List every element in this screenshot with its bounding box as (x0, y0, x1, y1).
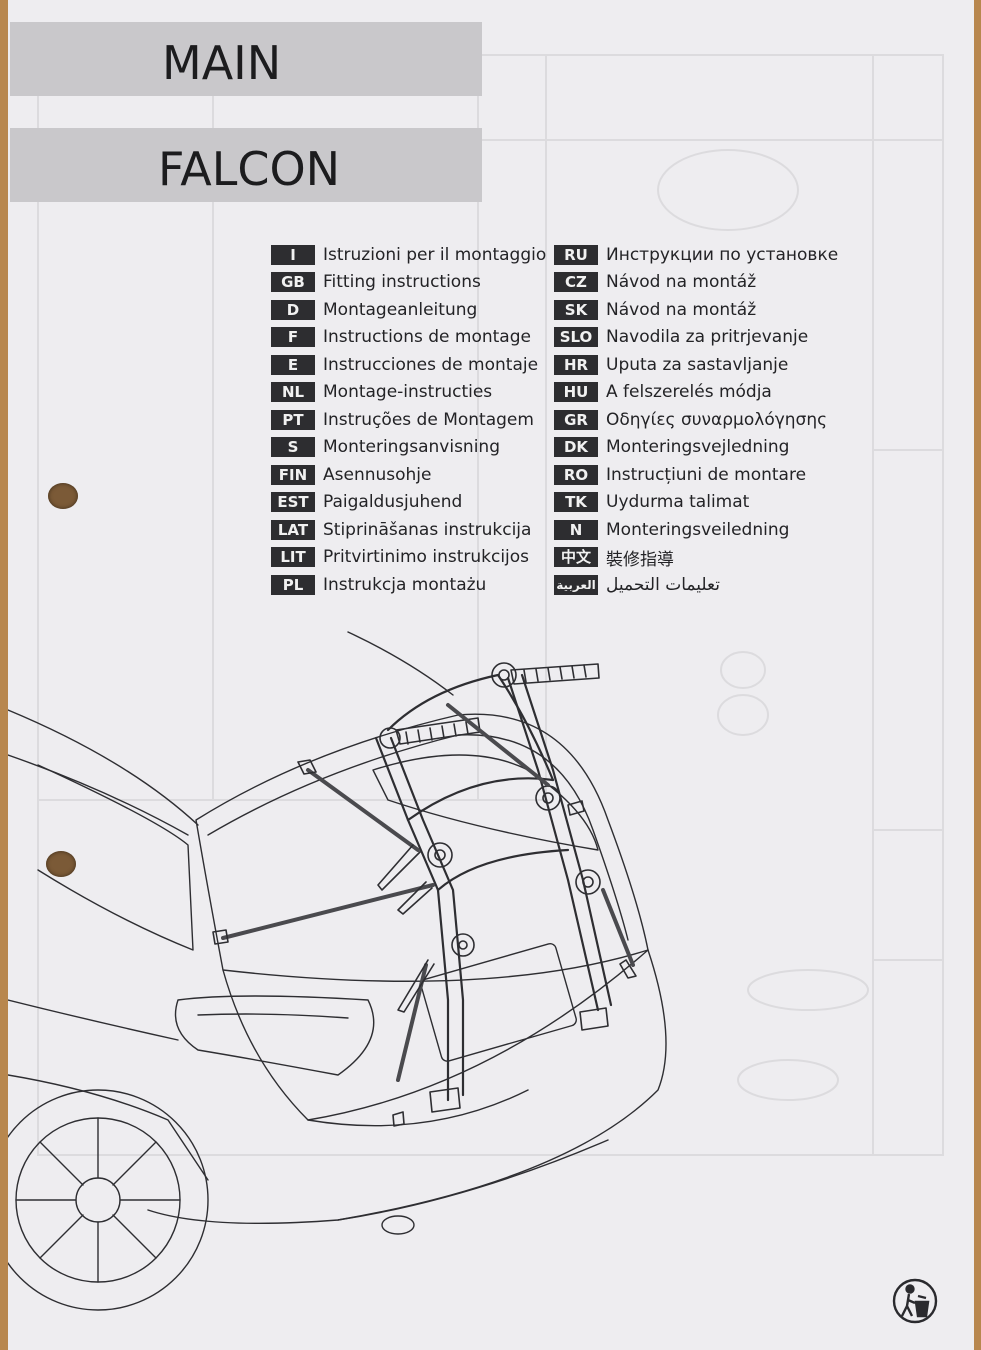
language-row: E Instrucciones de montaje (271, 351, 546, 379)
language-code-badge: HU (554, 382, 598, 403)
title-falcon: FALCON (158, 142, 341, 196)
language-label: تعليمات التحميل (606, 574, 720, 595)
language-row: EST Paigaldusjuhend (271, 489, 546, 517)
language-label: Οδηγίες συναρμολόγησης (606, 409, 828, 430)
language-code-badge: FIN (271, 464, 315, 485)
language-code-badge: I (271, 244, 315, 265)
language-label: Instruções de Montagem (323, 409, 534, 430)
language-label: A felszerelés módja (606, 382, 772, 403)
language-label: Istruzioni per il montaggio (323, 244, 547, 265)
language-code-badge: EST (271, 492, 315, 513)
language-label: Paigaldusjuhend (323, 492, 463, 513)
car-with-bike-rack-icon (8, 631, 667, 1311)
language-code-badge: F (271, 327, 315, 348)
language-row: FIN Asennusohje (271, 461, 546, 489)
language-row: SLO Navodila za pritrjevanje (554, 324, 838, 352)
recycle-bin-icon (892, 1278, 938, 1324)
language-code-badge: SLO (554, 327, 598, 348)
language-row: HR Uputa za sastavljanje (554, 351, 838, 379)
language-row: TK Uydurma talimat (554, 489, 838, 517)
subtitle-band (10, 128, 482, 202)
language-list-right: RU Инструкции по установке CZ Návod na mon… (554, 241, 838, 599)
language-label: Instrucțiuni de montare (606, 464, 807, 485)
language-row: D Montageanleitung (271, 296, 546, 324)
language-code-badge: SK (554, 299, 598, 320)
language-label: Monteringsvejledning (606, 437, 790, 458)
title-main: MAIN (162, 36, 282, 90)
language-label: Instructions de montage (323, 327, 531, 348)
language-code-badge: 中文 (554, 547, 598, 568)
language-row: PT Instruções de Montagem (271, 406, 546, 434)
language-row: F Instructions de montage (271, 324, 546, 352)
language-row: HU A felszerelés módja (554, 379, 838, 407)
language-label: Instrucciones de montaje (323, 354, 539, 375)
language-list-left: I Istruzioni per il montaggio GB Fitting i… (271, 241, 546, 599)
title-band (10, 22, 482, 96)
language-row: DK Monteringsvejledning (554, 434, 838, 462)
language-code-badge: E (271, 354, 315, 375)
language-label: Návod na montáž (606, 272, 757, 293)
language-label: Uputa za sastavljanje (606, 354, 789, 375)
language-label: Инструкции по установке (606, 244, 839, 265)
language-row: N Monteringsveiledning (554, 516, 838, 544)
language-row: SK Návod na montáž (554, 296, 838, 324)
language-code-badge: LIT (271, 547, 315, 568)
language-row: CZ Návod na montáž (554, 269, 838, 297)
language-code-badge: GB (271, 272, 315, 293)
language-row: PL Instrukcja montażu (271, 571, 546, 599)
language-row: GR Οδηγίες συναρμολόγησης (554, 406, 838, 434)
language-code-badge: RO (554, 464, 598, 485)
punch-hole (46, 851, 76, 877)
language-code-badge: HR (554, 354, 598, 375)
language-row: S Monteringsanvisning (271, 434, 546, 462)
language-label: Stiprināšanas instrukcija (323, 519, 532, 540)
language-label: Fitting instructions (323, 272, 481, 293)
punch-hole (48, 483, 78, 509)
language-row: العربية تعليمات التحميل (554, 571, 838, 599)
language-label: Instrukcja montażu (323, 574, 487, 595)
language-code-badge: PT (271, 409, 315, 430)
language-code-badge: D (271, 299, 315, 320)
language-row: RU Инструкции по установке (554, 241, 838, 269)
language-code-badge: N (554, 519, 598, 540)
language-code-badge: RU (554, 244, 598, 265)
language-label: 裝修指導 (606, 549, 674, 570)
language-label: Pritvirtinimo instrukcijos (323, 547, 530, 568)
language-code-badge: NL (271, 382, 315, 403)
language-row: LAT Stiprināšanas instrukcija (271, 516, 546, 544)
language-code-badge: GR (554, 409, 598, 430)
language-label: Montageanleitung (323, 299, 478, 320)
language-code-badge: PL (271, 574, 315, 595)
language-label: Monteringsveiledning (606, 519, 790, 540)
language-code-badge: CZ (554, 272, 598, 293)
instruction-sheet: MAIN FALCON I Istruzioni per il montaggio… (8, 0, 974, 1350)
language-row: RO Instrucțiuni de montare (554, 461, 838, 489)
language-label: Návod na montáž (606, 299, 757, 320)
language-label: Monteringsanvisning (323, 437, 500, 458)
language-code-badge: LAT (271, 519, 315, 540)
language-label: Uydurma talimat (606, 492, 750, 513)
language-code-badge: DK (554, 437, 598, 458)
show-through-table (37, 54, 944, 1156)
language-row: 中文裝修指導 (554, 544, 838, 572)
language-row: I Istruzioni per il montaggio (271, 241, 546, 269)
language-label: Asennusohje (323, 464, 432, 485)
language-label: Navodila za pritrjevanje (606, 327, 809, 348)
language-row: NL Montage-instructies (271, 379, 546, 407)
language-row: GB Fitting instructions (271, 269, 546, 297)
language-label: Montage-instructies (323, 382, 493, 403)
language-code-badge: TK (554, 492, 598, 513)
language-code-badge: العربية (554, 574, 598, 595)
language-code-badge: S (271, 437, 315, 458)
language-row: LIT Pritvirtinimo instrukcijos (271, 544, 546, 572)
